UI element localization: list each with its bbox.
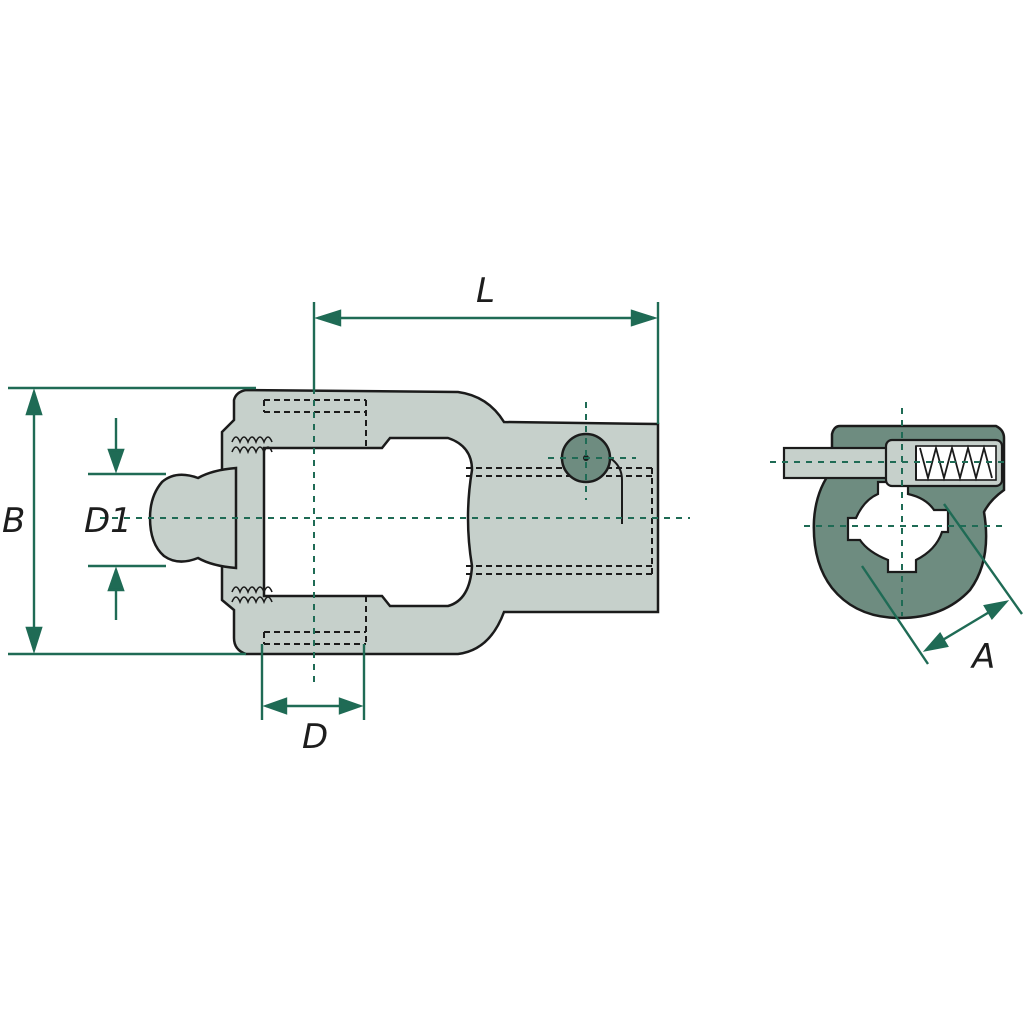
side-view: L B D1 D <box>2 271 690 757</box>
lock-pin-lever <box>609 457 623 524</box>
label-B: B <box>2 501 25 541</box>
splined-bore <box>846 480 950 574</box>
end-view: A <box>770 408 1023 677</box>
thread-bottom <box>231 586 273 605</box>
label-D: D <box>302 717 328 757</box>
hidden-hub-bore <box>466 467 653 575</box>
label-L: L <box>476 271 495 311</box>
label-A: A <box>970 637 995 677</box>
dimension-D <box>260 644 366 720</box>
dimension-A <box>861 503 1023 665</box>
fork-window <box>262 436 474 608</box>
thread-top <box>231 436 273 455</box>
dimension-B <box>8 386 256 656</box>
label-D1: D1 <box>84 501 132 541</box>
dimension-D1 <box>88 418 166 620</box>
dimension-L <box>312 302 660 424</box>
